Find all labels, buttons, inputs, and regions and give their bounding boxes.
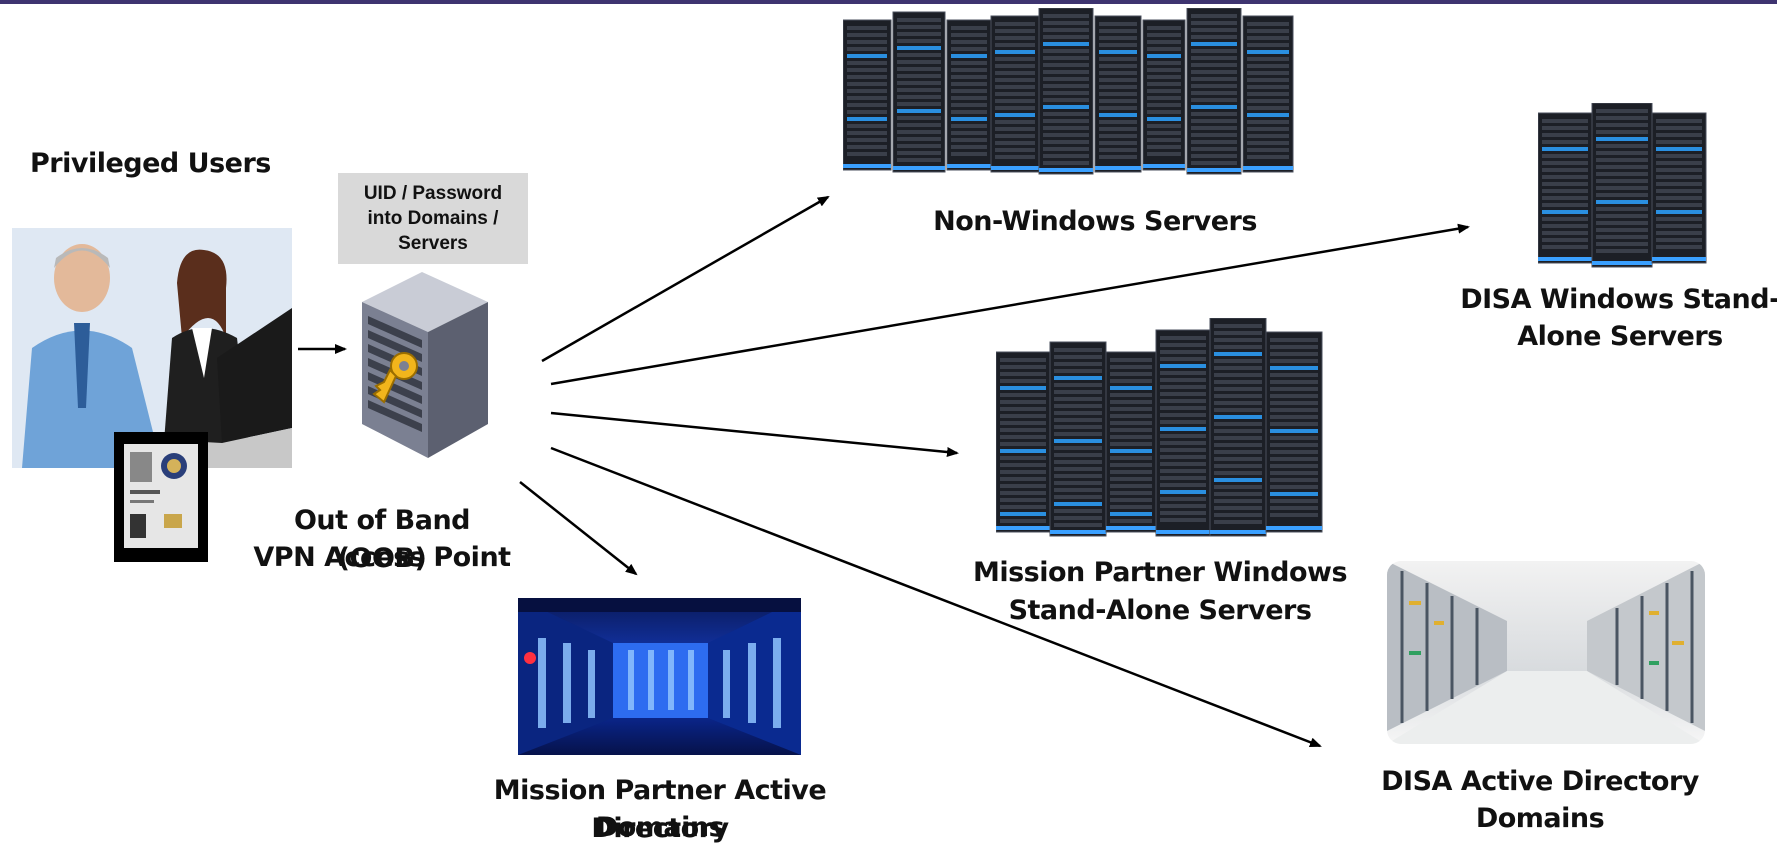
users-photo <box>12 228 292 468</box>
server-rack-icon <box>1142 19 1186 171</box>
disa-ad-label-line1: DISA Active Directory <box>1381 766 1699 797</box>
arrow-to-non-windows <box>541 195 830 363</box>
mp-windows-label-line1: Mission Partner Windows <box>972 557 1348 588</box>
server-rack-icon <box>1038 7 1094 175</box>
mp-ad-label-line2: Domains <box>595 812 725 843</box>
mp-windows-servers-image <box>995 317 1332 546</box>
server-rack-icon <box>1105 351 1157 533</box>
server-rack-icon <box>892 11 946 173</box>
server-key-icon <box>362 272 488 458</box>
oob-label-line2: VPN Access Point <box>253 542 511 573</box>
cac-badge-icon <box>114 432 208 562</box>
server-rack-icon <box>1209 317 1267 537</box>
server-rack-icon <box>1186 7 1242 175</box>
oob-label-line1: Out of Band (OOB) <box>293 505 471 574</box>
privileged-users-title: Privileged Users <box>30 148 271 179</box>
server-rack-icon <box>995 351 1051 533</box>
arrow-to-disa-ad <box>550 446 1322 748</box>
server-rack-icon <box>842 19 892 171</box>
server-rack-icon <box>1049 341 1107 537</box>
non-windows-servers-image <box>842 7 1311 178</box>
disa-windows-servers-image <box>1537 102 1708 273</box>
server-rack-icon <box>946 19 992 171</box>
server-rack-icon <box>1155 329 1211 537</box>
arrow-to-mp-ad <box>519 481 638 576</box>
server-rack-icon <box>1265 331 1323 533</box>
disa-windows-label-line2: Alone Servers <box>1517 321 1723 352</box>
server-rack-icon <box>1094 15 1142 173</box>
server-rack-icon <box>990 15 1040 173</box>
disa-ad-datacenter-photo <box>1387 561 1705 744</box>
server-rack-icon <box>1651 112 1707 264</box>
server-rack-icon <box>1242 15 1294 173</box>
non-windows-servers-label: Non-Windows Servers <box>933 206 1257 237</box>
disa-ad-label-line2: Domains <box>1475 803 1605 834</box>
arrow-to-mp-windows <box>550 411 959 457</box>
disa-windows-label-line1: DISA Windows Stand- <box>1460 284 1777 315</box>
credential-box: UID / Password into Domains / Servers <box>338 173 528 264</box>
top-accent-bar <box>0 0 1777 4</box>
mp-ad-datacenter-photo <box>518 598 801 755</box>
mp-ad-label-line1: Mission Partner Active Directory <box>493 775 827 844</box>
server-rack-icon <box>1591 102 1653 268</box>
arrow-to-disa-windows <box>550 223 1470 386</box>
server-rack-icon <box>1537 112 1593 264</box>
mp-windows-label-line2: Stand-Alone Servers <box>1008 595 1312 626</box>
